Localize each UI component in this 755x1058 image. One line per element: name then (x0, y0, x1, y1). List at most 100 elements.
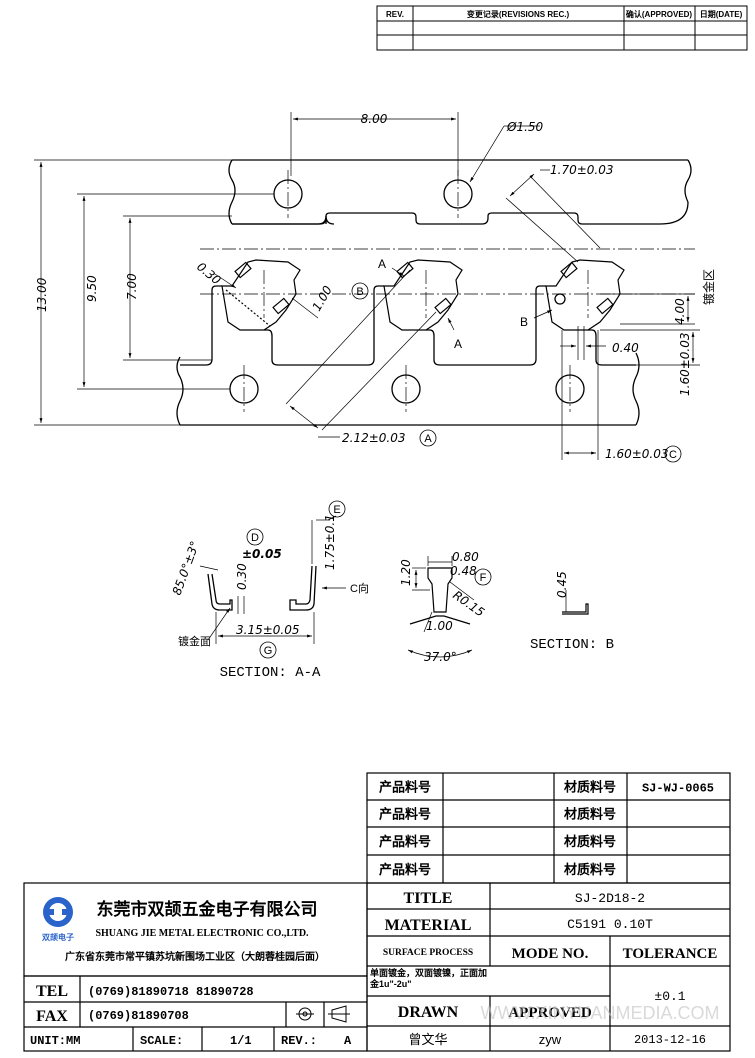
surface-process-value: 单面镀金，双面镀镍，正面加金1u"-2u" (370, 968, 488, 989)
dim-9-50: 9.50 (85, 275, 99, 302)
revision-table (376, 5, 748, 51)
callout-f-circle (474, 568, 492, 586)
section-aa-title: SECTION: A-A (220, 665, 321, 681)
company-name-cn: 东莞市双颉五金电子有限公司 (97, 899, 318, 919)
section-mark-a1: A (378, 257, 386, 271)
drawn-value: 曾文华 (408, 1032, 447, 1047)
record-col-header: 变更记录(REVISIONS REC.) (467, 9, 570, 19)
mode-no-label: MODE NO. (512, 946, 589, 962)
dim-f-1-20: 1.20 (399, 559, 413, 586)
dim-height-1-75: 1.75±0.1 (323, 514, 337, 570)
callout-c-text: C (669, 449, 677, 461)
date-value: 2013-12-16 (634, 1033, 706, 1047)
dim-1-60-vertical: 1.60±0.03 (678, 333, 692, 397)
material-value: C5191 0.10T (567, 917, 653, 932)
company-logo (43, 897, 73, 927)
dim-f-0-48: 0.48 (450, 564, 477, 578)
section-aa-profile (207, 565, 317, 611)
scale-value: 1/1 (230, 1034, 252, 1048)
watermark: WWW.XINYUANMEDIA.COM (481, 1003, 720, 1023)
dimension-lines (34, 112, 700, 460)
surface-process-value-box: 单面镀金，双面镀镍，正面加金1u"-2u" (370, 968, 488, 989)
product-no-label: 产品料号 (379, 834, 431, 849)
dim-thickness-0-30: 0.30 (235, 563, 249, 590)
callout-c-circle (664, 445, 682, 463)
scale-label: SCALE: (140, 1034, 183, 1048)
section-aa-dims (199, 515, 346, 644)
company-address: 广东省东莞市常平镇苏坑新围场工业区（大朗蓉桂园后面） (65, 950, 325, 963)
detail-f-dims (407, 556, 475, 658)
dim-1-70: 1.70±0.03 (550, 163, 614, 177)
material-no-label: 材质料号 (564, 862, 616, 877)
projection-symbol-icon (296, 1005, 350, 1023)
dim-f-r0-15: R0.15 (450, 588, 487, 620)
dim-0-40: 0.40 (612, 341, 639, 355)
tel-value: (0769)81890718 81890728 (88, 985, 254, 999)
material-no-label: 材质料号 (564, 780, 616, 795)
product-no-label: 产品料号 (379, 862, 431, 877)
dim-pitch: 8.00 (361, 112, 388, 126)
rev-col-header: REV. (386, 10, 404, 19)
surface-process-label: SURFACE PROCESS (383, 948, 473, 958)
tolerance-value: ±0.1 (654, 989, 685, 1004)
material-no-label: 材质料号 (564, 834, 616, 849)
material-label: MATERIAL (385, 917, 472, 934)
callout-b-text: B (356, 286, 363, 298)
tel-label: TEL (36, 983, 68, 1000)
dim-f-0-80: 0.80 (452, 550, 479, 564)
dim-1-60-horizontal: 1.60±0.03 (605, 447, 669, 461)
dim-7-00: 7.00 (125, 273, 139, 300)
dim-1-00: 1.00 (309, 283, 335, 313)
approved-value: zyw (539, 1032, 562, 1047)
tolerance-label: TOLERANCE (623, 946, 718, 962)
dim-b-0-45: 0.45 (555, 571, 569, 598)
approved-col-header: 确认(APPROVED) (626, 9, 693, 19)
drawn-label: DRAWN (398, 1004, 459, 1021)
angle-f-37: 37.0° (424, 650, 457, 664)
dim-13-00: 13.00 (35, 277, 49, 312)
title-label: TITLE (404, 890, 453, 907)
dim-hole-diameter: Ø1.50 (506, 120, 544, 134)
material-no-label: 材质料号 (564, 807, 616, 822)
callout-f-text: F (480, 572, 487, 584)
fax-value: (0769)81890708 (88, 1009, 189, 1023)
centerlines (200, 170, 695, 412)
dim-0-30: 0.30 (194, 260, 224, 288)
callout-e-text: E (333, 504, 340, 516)
callout-d-circle (246, 528, 264, 546)
callout-g-circle (259, 641, 277, 659)
contact-1 (221, 259, 301, 331)
callout-b-circle (351, 282, 369, 300)
dim-width-3-15: 3.15±0.05 (236, 623, 300, 637)
date-col-header: 日期(DATE) (700, 9, 743, 19)
angle-85: 85.0°±3° (170, 539, 202, 597)
title-value: SJ-2D18-2 (575, 891, 645, 906)
dim-f-1-00: 1.00 (426, 619, 453, 633)
c-direction-label: C向 (350, 581, 369, 595)
callout-e-circle (328, 500, 346, 518)
section-mark-b: B (520, 315, 528, 329)
dim-2-12: 2.12±0.03 (342, 431, 406, 445)
product-no-label: 产品料号 (379, 807, 431, 822)
detail-f-profile (409, 567, 471, 625)
rev-value: A (344, 1034, 352, 1048)
plating-zone-label: 镀金区 (701, 269, 716, 305)
dim-4-00: 4.00 (673, 298, 687, 325)
title-block-grid (366, 882, 731, 1052)
callout-a-circle (419, 429, 437, 447)
logo-text: 双颉电子 (42, 932, 74, 942)
terminal-strip (176, 159, 692, 426)
approved-label: APPROVED (508, 1005, 591, 1021)
section-b-title: SECTION: B (530, 637, 614, 653)
tol-0-05-a: ±0.05 (242, 547, 282, 561)
contact-3 (545, 259, 625, 331)
rev-label: REV.: (281, 1034, 317, 1048)
unit-label: UNIT:MM (30, 1034, 80, 1048)
material-no-value: SJ-WJ-0065 (642, 782, 714, 796)
callout-d-text: D (251, 532, 259, 544)
plating-face-label: 镀金面 (178, 634, 211, 648)
callout-a-text: A (424, 433, 432, 445)
callout-g-text: G (264, 645, 273, 657)
